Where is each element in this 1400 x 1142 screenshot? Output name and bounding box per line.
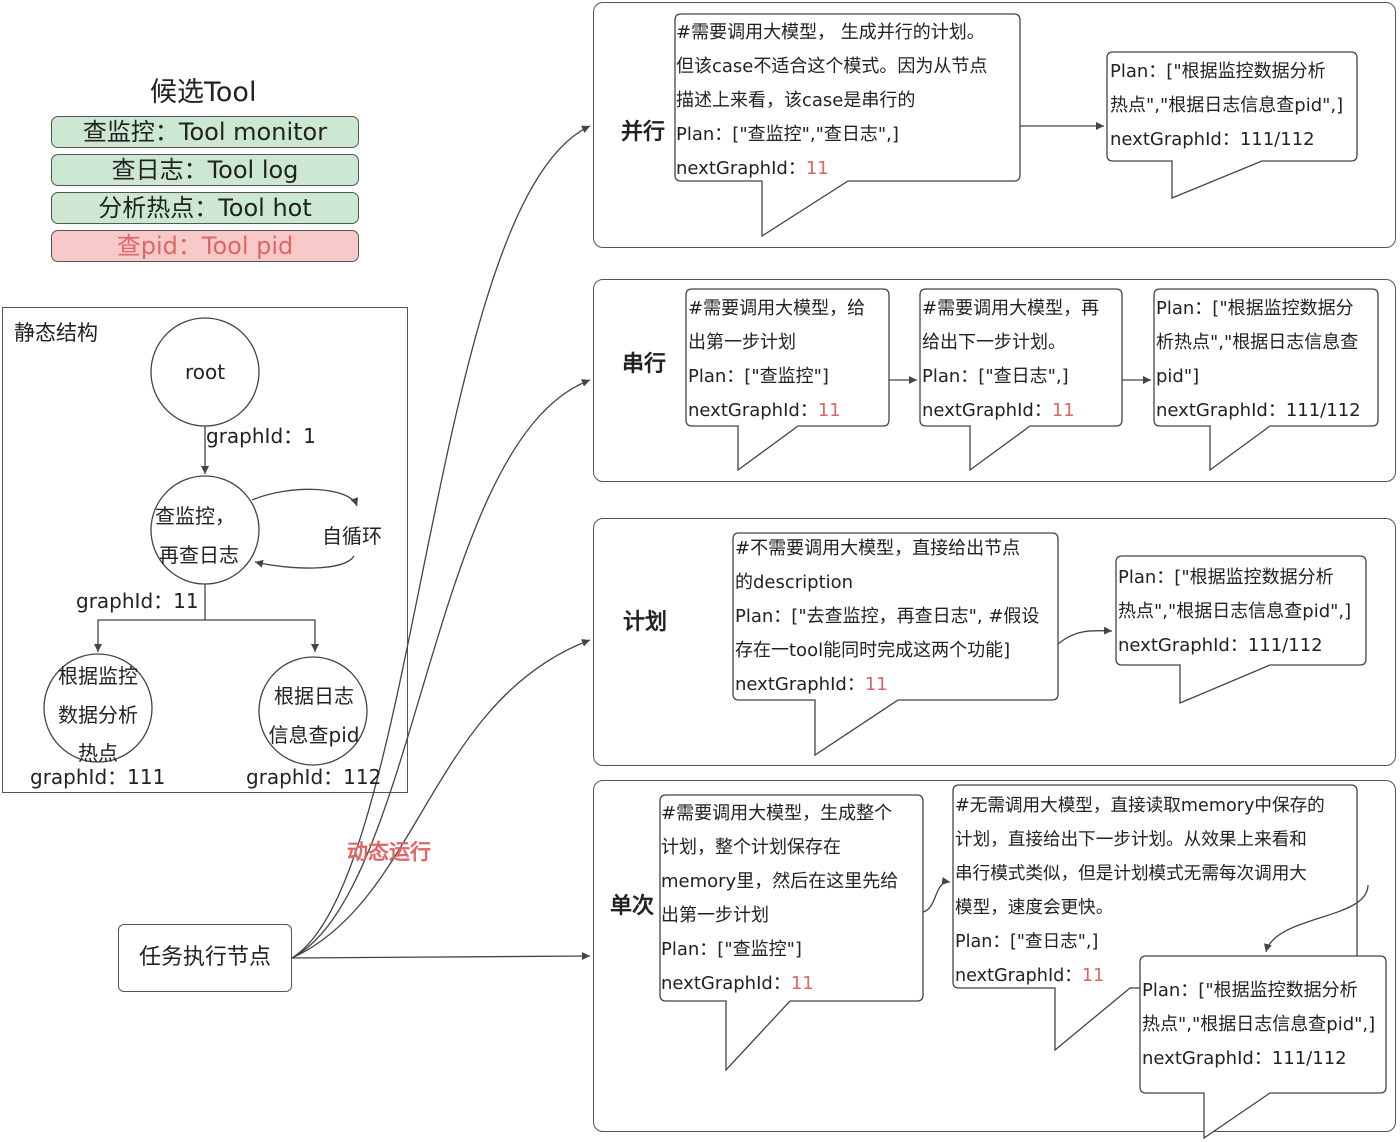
plan-arrow (1057, 626, 1113, 645)
plan-bubble-1-text: #不需要调用大模型，直接给出节点 的description Plan：["去查监… (735, 538, 1040, 695)
mid-label-line1: 查监控， (155, 504, 235, 528)
right-leaf-line1: 根据日志 (274, 684, 354, 708)
self-loop-arrow-top (251, 488, 359, 507)
mid-to-right-edge (205, 619, 319, 652)
task-to-parallel-edge (291, 125, 591, 959)
task-execution-node: 任务执行节点 (118, 924, 292, 992)
self-loop-label: 自循环 (322, 524, 382, 548)
single-arrow-1 (922, 877, 951, 913)
serial-bubble-3-text: Plan：["根据监控数据分 析热点","根据日志信息查 pid"] nextG… (1156, 298, 1361, 421)
single-arrow-2 (1264, 884, 1369, 953)
mode-label-plan: 计划 (623, 610, 668, 635)
parallel-bubble-1-text: #需要调用大模型， 生成并行的计划。 但该case不适合这个模式。因为从节点 描… (676, 22, 988, 179)
plan-bubble-2-text: Plan：["根据监控数据分析 热点","根据日志信息查pid",] nextG… (1118, 567, 1352, 656)
serial-bubble-2 (919, 288, 1123, 472)
single-bubble-3-text: Plan：["根据监控数据分析 热点","根据日志信息查pid",] nextG… (1142, 980, 1376, 1069)
tool-log-chip: 查日志：Tool log (51, 154, 359, 186)
tool-pid-chip: 查pid：Tool pid (51, 230, 359, 262)
serial-bubble-2-text: #需要调用大模型，再 给出下一步计划。 Plan：["查日志",] nextGr… (922, 298, 1100, 421)
mode-label-parallel: 并行 (621, 120, 666, 145)
serial-bubble-1 (685, 288, 890, 472)
left-leaf-line3: 热点 (78, 741, 118, 765)
right-leaf-line2: 信息查pid (268, 723, 360, 747)
plan-bubble-1 (732, 532, 1059, 757)
mid-to-left-edge (94, 584, 206, 652)
root-label: root (184, 360, 226, 384)
parallel-bubble-2-text: Plan：["根据监控数据分析 热点","根据日志信息查pid",] nextG… (1110, 61, 1344, 150)
dynamic-run-label: 动态运行 (347, 840, 431, 864)
right-leaf-node (258, 656, 368, 766)
mid-label-line2: 再查日志 (159, 543, 239, 567)
left-leaf-node (43, 653, 153, 763)
right-leaf-graph-id: graphId：112 (246, 765, 382, 789)
left-leaf-line1: 根据监控 (58, 664, 138, 688)
candidate-tools-title: 候选Tool (150, 77, 257, 108)
root-graph-id: graphId：1 (206, 424, 316, 448)
single-bubble-1 (659, 794, 924, 1072)
parallel-bubble-1 (674, 13, 1021, 238)
single-bubble-1-text: #需要调用大模型，生成整个 计划，整个计划保存在 memory里，然后在这里先给… (661, 803, 899, 994)
parallel-bubble-2 (1106, 51, 1358, 199)
single-bubble-2-text: #无需调用大模型，直接读取memory中保存的 计划，直接给出下一步计划。从效果… (955, 796, 1325, 986)
mode-label-single: 单次 (610, 894, 655, 919)
tool-hot-chip: 分析热点：Tool hot (51, 192, 359, 224)
serial-bubble-1-text: #需要调用大模型，给 出第一步计划 Plan：["查监控"] nextGraph… (688, 298, 866, 421)
plan-bubble-2 (1115, 555, 1367, 704)
single-bubble-3 (1139, 955, 1387, 1140)
self-loop-arrow-bottom (254, 555, 355, 569)
task-to-plan-edge (291, 639, 591, 959)
serial-bubble-3 (1153, 288, 1379, 472)
task-to-single-edge (291, 952, 591, 961)
task-to-serial-edge (291, 379, 591, 959)
mode-label-serial: 串行 (622, 352, 667, 377)
left-leaf-graph-id: graphId：111 (30, 765, 166, 789)
tool-monitor-chip: 查监控：Tool monitor (51, 116, 359, 148)
left-leaf-line2: 数据分析 (58, 703, 138, 727)
mid-graph-id: graphId：11 (76, 589, 199, 613)
static-structure-title: 静态结构 (14, 321, 98, 345)
